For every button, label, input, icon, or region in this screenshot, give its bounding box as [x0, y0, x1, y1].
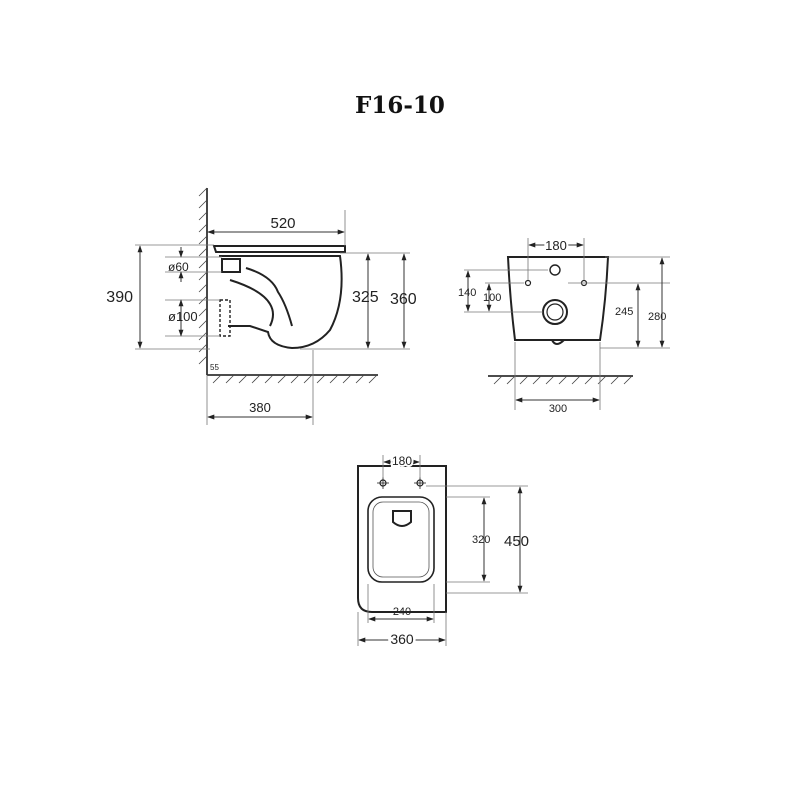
top-bolt-left: [377, 477, 389, 489]
back-dim-bolt-height: 140: [458, 287, 476, 299]
side-view: 520 390 325 360 ø60 ø100 55 380: [106, 187, 417, 425]
bowl-outline: [219, 255, 343, 350]
dim-outlet: ø100: [168, 309, 198, 324]
top-dim-width: 360: [390, 631, 414, 647]
outlet-pipe: [219, 299, 231, 337]
model-title: F16-10: [355, 92, 445, 119]
top-seat-hinge: [392, 510, 412, 527]
top-outline: [357, 465, 447, 613]
dim-height-bowl: 325: [352, 289, 379, 306]
back-dim-width: 300: [549, 403, 567, 415]
floor-hatch: [212, 374, 378, 384]
top-dim-seat-depth: 320: [472, 534, 490, 546]
dim-offset: 55: [210, 363, 219, 372]
back-dim-bolt-spacing: 180: [545, 238, 567, 253]
inlet-pipe: [221, 258, 241, 273]
back-floor-hatch: [493, 375, 633, 385]
back-dim-total-height: 280: [648, 311, 666, 323]
trap-inner: [229, 279, 274, 327]
back-outline: [506, 256, 610, 341]
seat-lid: [212, 245, 346, 253]
top-seat: [367, 496, 435, 583]
top-dim-length: 450: [504, 533, 529, 550]
dim-inlet: ø60: [168, 260, 189, 274]
top-bolt-right: [414, 477, 426, 489]
dim-height-total: 390: [106, 289, 133, 306]
back-view: 180 140 100 245 280 300: [458, 236, 670, 415]
dim-length: 520: [270, 215, 295, 232]
back-inlet-hole: [549, 264, 561, 276]
dim-height-rim: 360: [390, 291, 417, 308]
back-dim-outlet-height: 245: [615, 306, 633, 318]
top-dim-seat-width: 240: [393, 606, 411, 618]
back-dim-inlet-height: 100: [483, 292, 501, 304]
back-foot: [551, 339, 565, 345]
wall-hatch: [198, 187, 208, 365]
top-view: 180 320 450 240 360: [357, 452, 529, 650]
trap-curve: [245, 267, 293, 327]
top-dim-bolt-spacing: 180: [392, 454, 412, 468]
back-bolt-left: [524, 279, 532, 287]
dim-depth: 380: [249, 400, 271, 415]
